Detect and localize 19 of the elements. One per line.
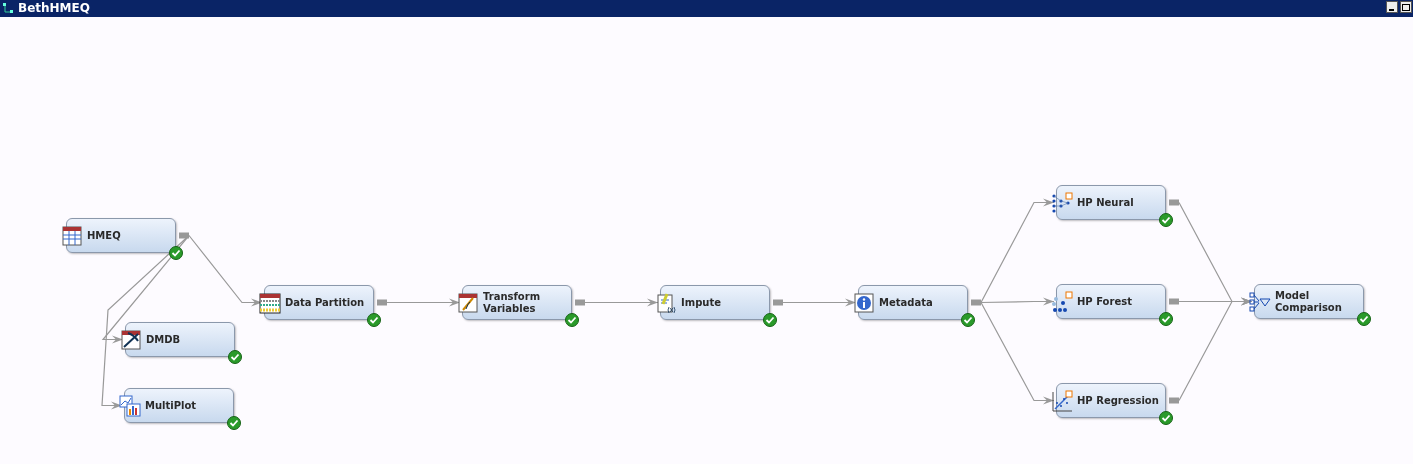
- node-label: Transform Variables: [483, 290, 542, 315]
- connector-arrow: [386, 298, 461, 307]
- node-label: Data Partition: [285, 296, 366, 309]
- node-label: HP Regression: [1077, 394, 1160, 407]
- connector-arrow: [980, 198, 1055, 304]
- connector-arrow: [980, 301, 1055, 405]
- connector-arrow: [1178, 297, 1253, 402]
- node-label: Metadata: [879, 296, 934, 309]
- connector-arrow: [584, 298, 659, 307]
- node-label: Impute: [681, 296, 722, 309]
- connector-arrow: [980, 297, 1055, 306]
- window-title: BethHMEQ: [18, 1, 90, 16]
- connector-arrow: [782, 298, 857, 307]
- node-label: DMDB: [146, 333, 182, 346]
- node-label: MultiPlot: [145, 399, 198, 412]
- node-label: HP Forest: [1077, 295, 1133, 308]
- node-label: Model Comparison: [1275, 289, 1343, 314]
- node-label: HP Neural: [1077, 196, 1135, 209]
- node-label: HMEQ: [87, 229, 122, 242]
